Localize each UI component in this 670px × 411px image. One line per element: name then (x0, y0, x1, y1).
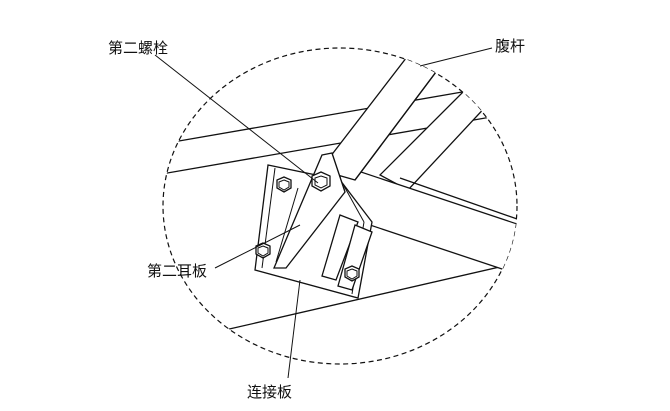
leader-connecting-plate (287, 279, 301, 379)
lower-chord (224, 259, 517, 331)
label-connecting-plate: 连接板 (247, 383, 292, 401)
bolt-top-left (276, 176, 292, 193)
leader-second-ear-plate (214, 224, 301, 269)
leader-web-member (419, 47, 493, 67)
leader-second-bolt (154, 54, 319, 184)
joint-assembly (163, 48, 517, 331)
label-web-member: 腹杆 (495, 37, 525, 55)
second-bolt (311, 171, 331, 192)
label-second-ear-plate: 第二耳板 (147, 262, 207, 280)
bolt-bottom-left (255, 242, 271, 259)
label-second-bolt: 第二螺栓 (108, 39, 168, 57)
detail-circle (162, 47, 518, 365)
bolt-bottom-right (344, 265, 360, 282)
